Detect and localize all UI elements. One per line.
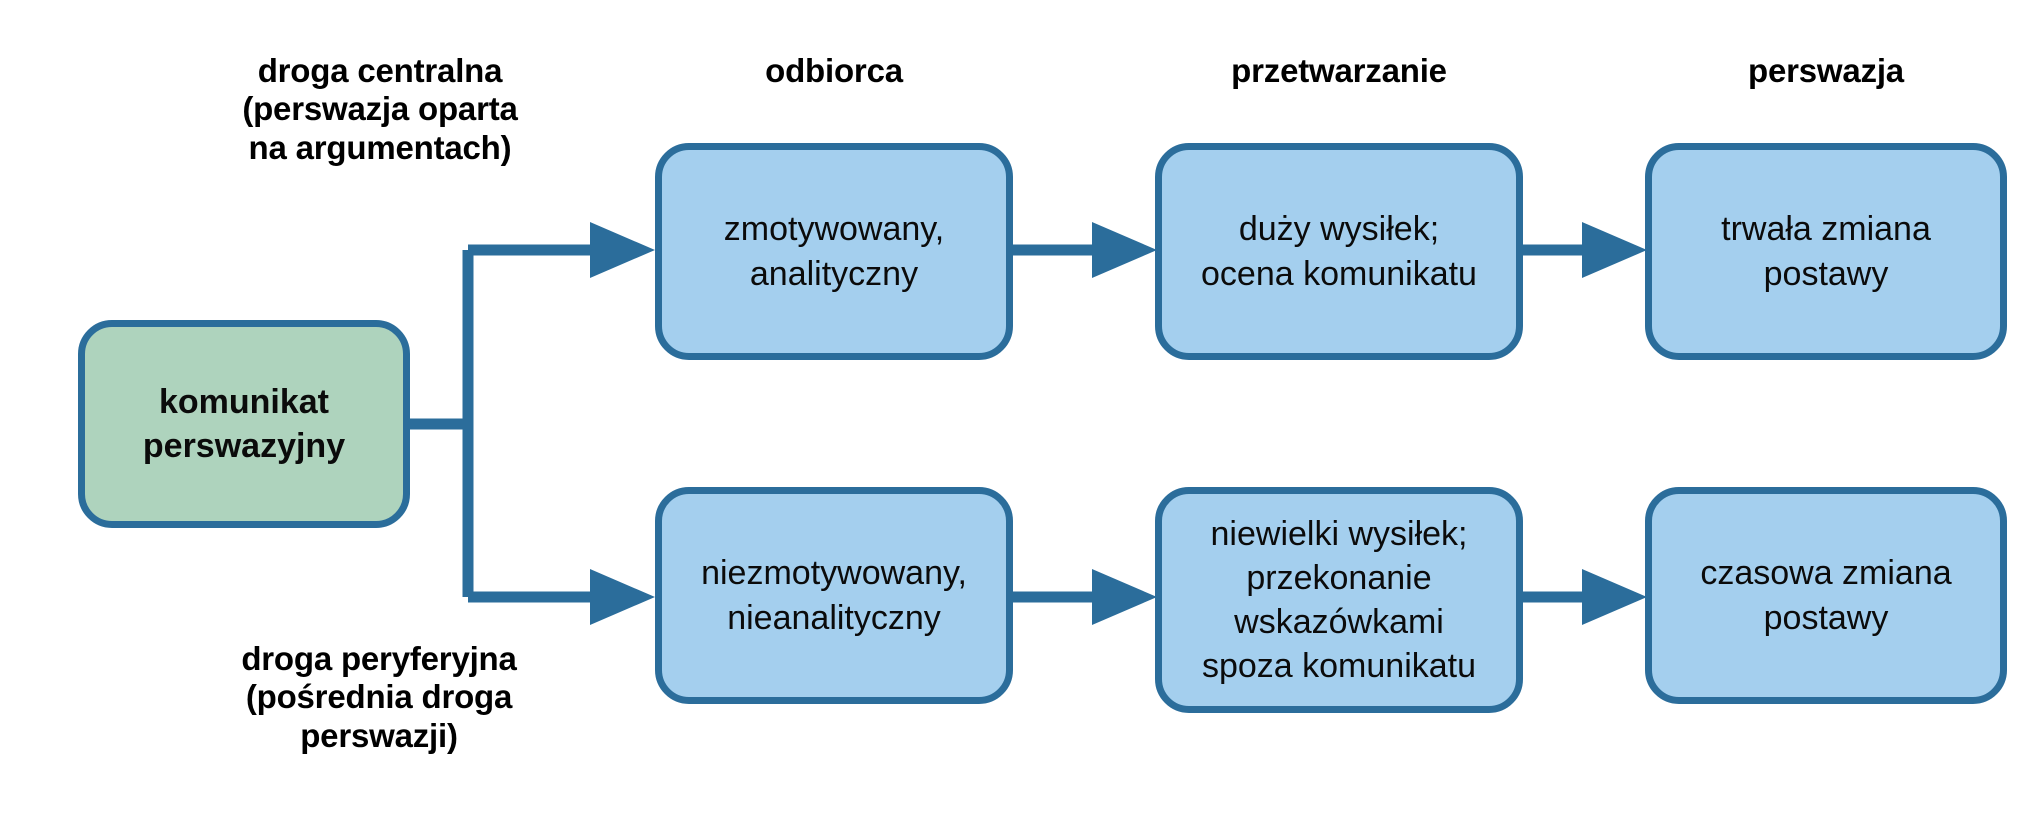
header-perswazja: perswazja [1748,52,1904,89]
arrowhead-top-2-3 [1582,222,1647,278]
node-label: zmotywowany, analityczny [723,210,945,293]
node-komunikat-perswazyjny[interactable]: komunikat perswazyjny [78,320,410,528]
node-label: duży wysiłek; ocena komunikatu [1201,210,1477,293]
node-duzy-wysilek[interactable]: duży wysiłek; ocena komunikatu [1155,143,1523,360]
node-niezmotywowany-nieanalityczny[interactable]: niezmotywowany, nieanalityczny [655,487,1013,704]
node-czasowa-zmiana-postawy[interactable]: czasowa zmiana postawy [1645,487,2007,704]
header-przetwarzanie: przetwarzanie [1231,52,1447,89]
node-label: komunikat perswazyjny [142,382,346,465]
node-niewielki-wysilek[interactable]: niewielki wysiłek; przekonanie wskazówka… [1155,487,1523,713]
arrowhead-to-bottom-row [590,569,655,625]
header-peripheral-route: droga peryferyjna (pośrednia droga persw… [241,640,517,754]
header-odbiorca: odbiorca [765,52,903,89]
node-label: czasowa zmiana postawy [1700,554,1952,637]
node-label: trwała zmiana postawy [1721,210,1931,293]
node-zmotywowany-analityczny[interactable]: zmotywowany, analityczny [655,143,1013,360]
arrowhead-bottom-2-3 [1582,569,1647,625]
arrowhead-bottom-1-2 [1092,569,1157,625]
arrowhead-to-top-row [590,222,655,278]
arrowhead-top-1-2 [1092,222,1157,278]
node-label: niezmotywowany, nieanalityczny [701,554,967,637]
header-central-route: droga centralna (perswazja oparta na arg… [242,52,518,166]
node-trwala-zmiana-postawy[interactable]: trwała zmiana postawy [1645,143,2007,360]
node-label: niewielki wysiłek; przekonanie wskazówka… [1201,514,1477,686]
